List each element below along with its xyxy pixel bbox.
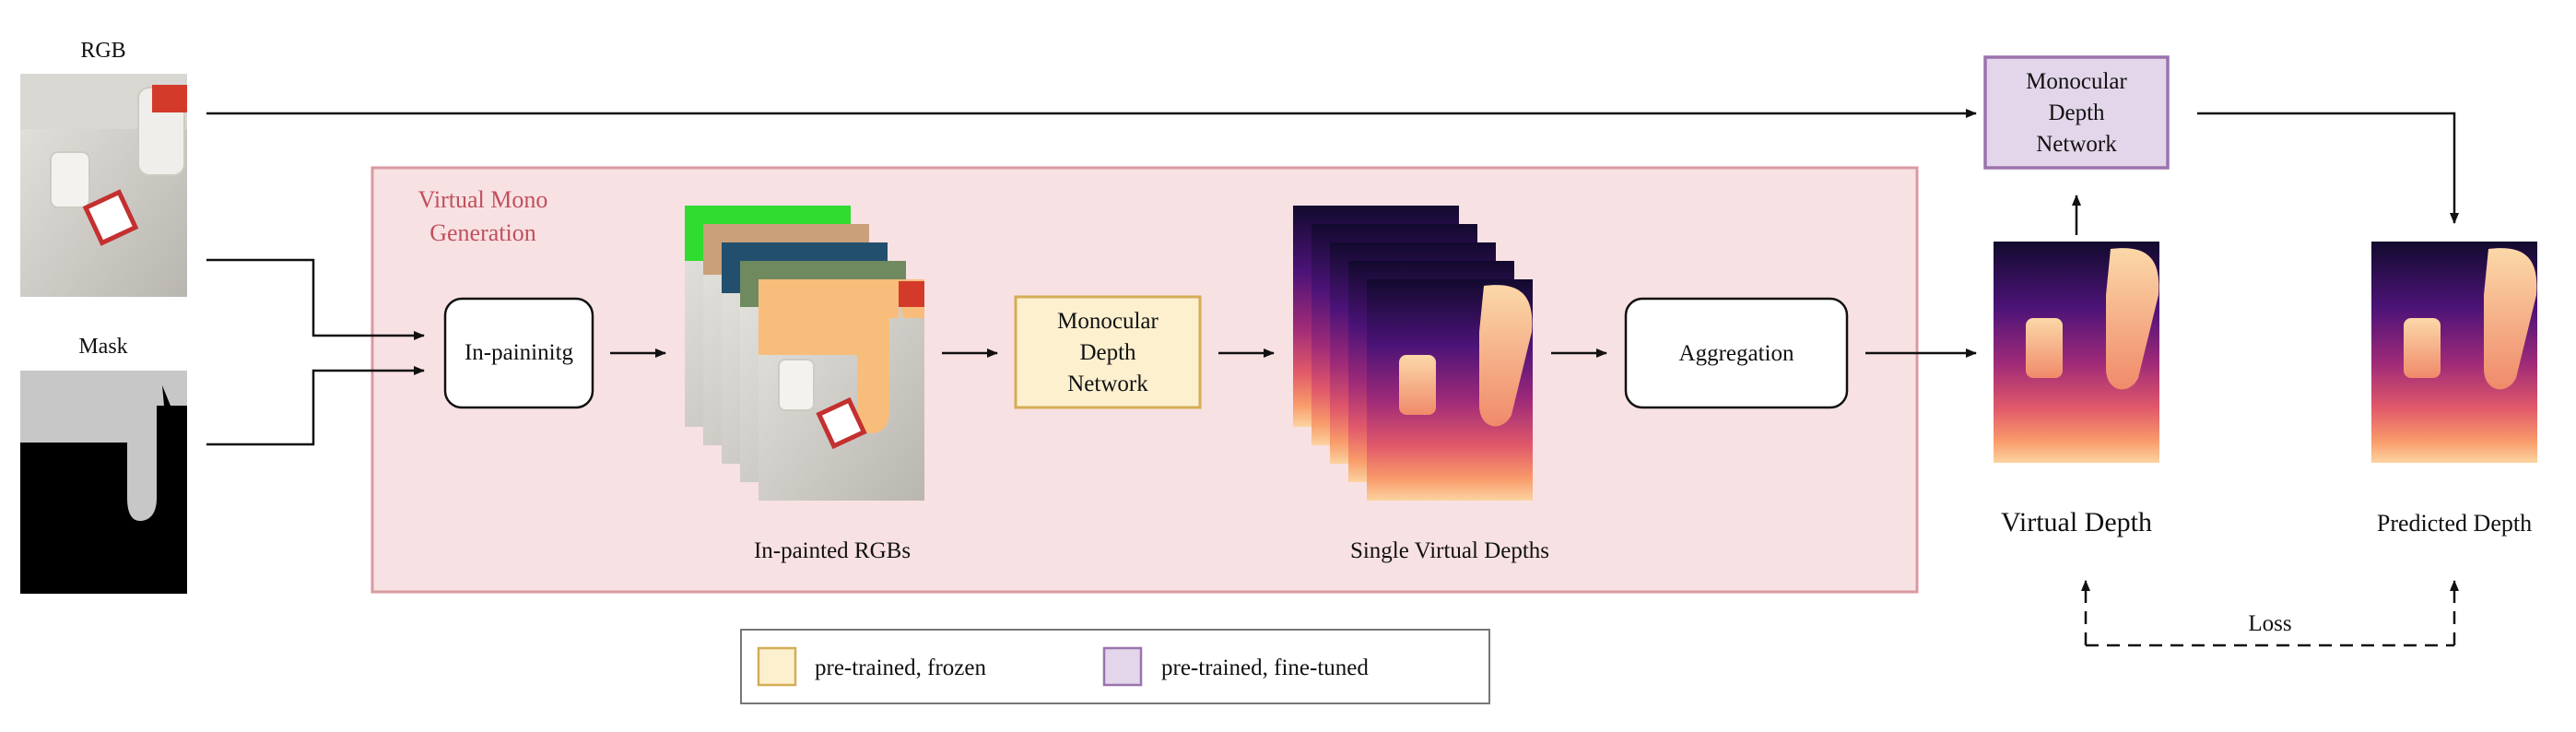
finetuned-depth-network-box — [1983, 55, 2170, 170]
predicted-depth-image — [2371, 242, 2537, 463]
rgb-label: RGB — [80, 39, 125, 63]
region-title-line1: Virtual Mono — [418, 186, 548, 213]
frozen-net-line3: Network — [1067, 372, 1148, 396]
predicted-depth-label: Predicted Depth — [2377, 510, 2532, 537]
rgb-input-image — [20, 74, 187, 297]
virtual-depth-label: Virtual Depth — [2001, 507, 2152, 537]
frozen-depth-network-box — [1014, 295, 1202, 409]
loss-label: Loss — [2248, 611, 2291, 636]
mask-label: Mask — [78, 335, 127, 359]
inpainting-box — [443, 297, 594, 409]
finetuned-net-line2: Depth — [2048, 100, 2105, 125]
finetuned-net-line3: Network — [2036, 132, 2117, 157]
aggregation-label: Aggregation — [1679, 341, 1794, 366]
virtual-depth-image — [1994, 242, 2159, 463]
mask-to-inpainting-arrow — [206, 366, 425, 446]
aggregation-box — [1624, 297, 1849, 409]
inpainted-rgbs-caption: In-painted RGBs — [754, 538, 911, 563]
virtual-depth-stack — [1293, 206, 1533, 501]
finetuned-to-predicted-arrow — [2197, 112, 2459, 224]
region-title-line2: Generation — [429, 219, 536, 246]
finetuned-net-line1: Monocular — [2026, 69, 2127, 94]
legend-box — [740, 629, 1490, 704]
mask-input-image — [20, 371, 187, 594]
legend-frozen-swatch — [757, 646, 797, 687]
frozen-net-line1: Monocular — [1057, 309, 1159, 334]
legend-frozen-label: pre-trained, frozen — [815, 655, 986, 680]
inpainted-rgb-stack — [685, 206, 924, 501]
inpainting-label: In-paininitg — [465, 340, 574, 365]
rgb-to-inpainting-arrow — [206, 258, 425, 340]
frozen-net-line2: Depth — [1079, 340, 1136, 365]
legend-finetuned-label: pre-trained, fine-tuned — [1161, 655, 1369, 680]
legend-finetuned-swatch — [1102, 646, 1143, 687]
single-depths-caption: Single Virtual Depths — [1350, 538, 1549, 563]
